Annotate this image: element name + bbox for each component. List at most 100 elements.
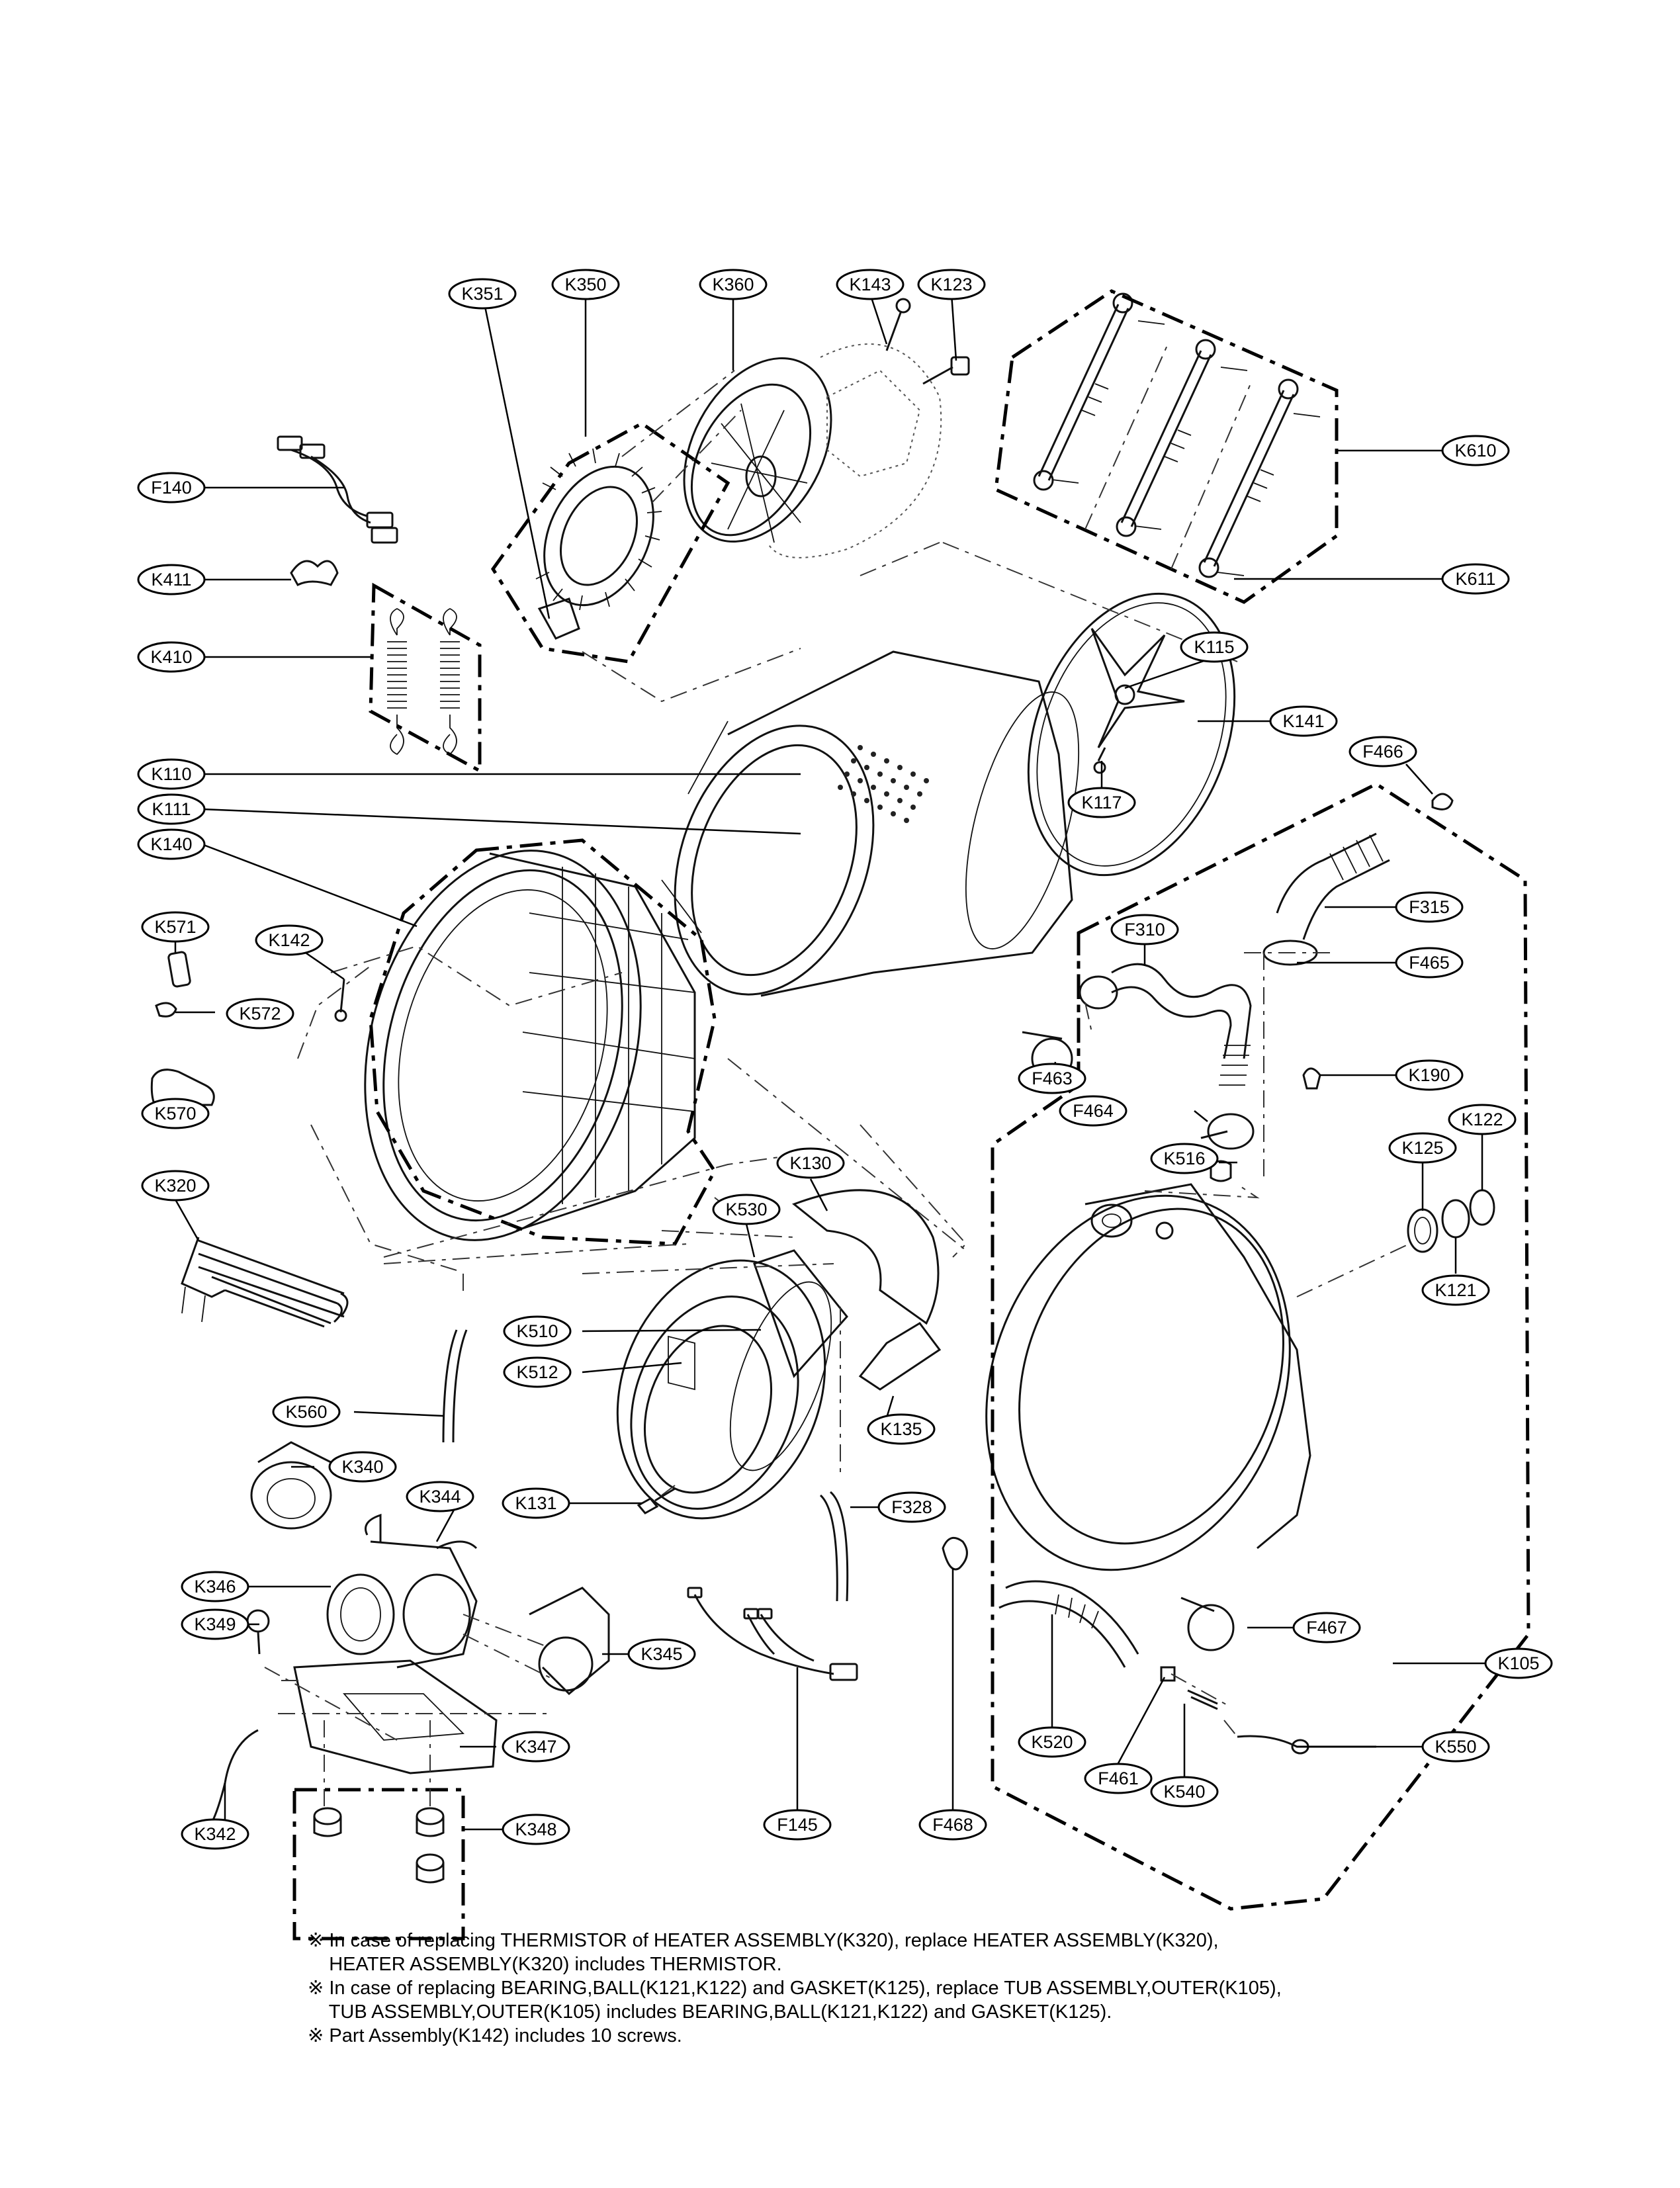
svg-text:K516: K516 xyxy=(1163,1149,1205,1168)
label-K530: K530 xyxy=(712,1194,781,1225)
svg-text:K540: K540 xyxy=(1163,1782,1205,1802)
label-K340: K340 xyxy=(328,1451,397,1483)
svg-text:F328: F328 xyxy=(891,1497,932,1517)
svg-text:F465: F465 xyxy=(1409,953,1450,973)
label-F140: F140 xyxy=(137,472,206,503)
svg-text:K346: K346 xyxy=(194,1577,236,1597)
stator-drawing xyxy=(535,448,662,611)
svg-text:K320: K320 xyxy=(154,1176,196,1196)
label-K347: K347 xyxy=(502,1731,570,1763)
svg-text:K111: K111 xyxy=(152,799,191,819)
label-K350: K350 xyxy=(551,269,620,300)
label-K610: K610 xyxy=(1441,435,1510,466)
label-K520: K520 xyxy=(1018,1726,1086,1758)
svg-text:K411: K411 xyxy=(151,570,191,590)
label-K516: K516 xyxy=(1150,1143,1219,1174)
svg-text:K510: K510 xyxy=(516,1321,558,1341)
svg-text:K348: K348 xyxy=(515,1819,556,1839)
svg-text:K122: K122 xyxy=(1461,1110,1503,1129)
svg-text:K560: K560 xyxy=(285,1402,327,1422)
label-K571: K571 xyxy=(141,911,210,943)
svg-text:K410: K410 xyxy=(150,647,192,667)
label-K360: K360 xyxy=(699,269,768,300)
part-number-labels: K351 K350 K360 K143 K123 F140 K411 K410 … xyxy=(137,269,1553,1850)
rotor-drawing xyxy=(683,357,832,543)
svg-text:K347: K347 xyxy=(515,1737,556,1757)
svg-text:F464: F464 xyxy=(1073,1101,1114,1121)
label-K349: K349 xyxy=(181,1608,249,1640)
label-K410: K410 xyxy=(137,641,206,673)
wiring-drawing xyxy=(687,1587,858,1681)
label-F145: F145 xyxy=(763,1809,832,1841)
label-K190: K190 xyxy=(1395,1059,1464,1091)
label-K572: K572 xyxy=(226,998,294,1029)
label-K344: K344 xyxy=(406,1481,474,1512)
feet-drawing xyxy=(313,1807,445,1884)
label-F466: F466 xyxy=(1348,736,1417,767)
label-F328: F328 xyxy=(877,1491,946,1523)
drum-drawing xyxy=(661,650,1080,997)
leader-lines xyxy=(174,293,1519,1831)
label-K540: K540 xyxy=(1150,1776,1219,1808)
note-line: ※ In case of replacing THERMISTOR of HEA… xyxy=(308,1930,1219,1951)
label-F463: F463 xyxy=(1018,1063,1086,1094)
label-K345: K345 xyxy=(627,1638,696,1670)
svg-text:F461: F461 xyxy=(1098,1769,1139,1788)
label-K131: K131 xyxy=(502,1487,570,1519)
svg-text:K123: K123 xyxy=(930,275,972,294)
svg-text:K143: K143 xyxy=(849,275,891,294)
spider-drawing xyxy=(1090,628,1185,774)
label-F310: F310 xyxy=(1110,914,1179,945)
svg-text:K121: K121 xyxy=(1435,1280,1476,1300)
svg-text:K350: K350 xyxy=(564,275,606,294)
label-K512: K512 xyxy=(503,1356,572,1388)
svg-text:K611: K611 xyxy=(1455,569,1495,589)
springs-drawing xyxy=(387,607,460,756)
svg-text:K110: K110 xyxy=(151,764,191,784)
note-line: TUB ASSEMBLY,OUTER(K105) includes BEARIN… xyxy=(308,2001,1112,2023)
label-F468: F468 xyxy=(918,1809,987,1841)
label-K611: K611 xyxy=(1441,563,1510,595)
label-K560: K560 xyxy=(272,1396,341,1428)
label-K121: K121 xyxy=(1421,1274,1490,1306)
label-F464: F464 xyxy=(1059,1095,1127,1127)
svg-text:F315: F315 xyxy=(1409,897,1450,917)
svg-text:K530: K530 xyxy=(725,1200,767,1219)
svg-text:K190: K190 xyxy=(1408,1065,1450,1085)
svg-text:K105: K105 xyxy=(1497,1653,1539,1673)
label-K510: K510 xyxy=(503,1315,572,1347)
label-K411: K411 xyxy=(137,564,206,595)
label-K115: K115 xyxy=(1180,631,1249,663)
label-K342: K342 xyxy=(181,1818,249,1850)
svg-text:K141: K141 xyxy=(1282,711,1324,731)
heater-drawing xyxy=(181,1237,349,1328)
bolt-drawings xyxy=(885,298,970,385)
label-K135: K135 xyxy=(867,1413,936,1445)
label-K550: K550 xyxy=(1421,1731,1490,1763)
rear-tub-drawing xyxy=(985,1183,1311,1571)
label-F315: F315 xyxy=(1395,891,1464,923)
label-K122: K122 xyxy=(1448,1104,1517,1135)
label-F467: F467 xyxy=(1292,1612,1361,1643)
svg-text:K135: K135 xyxy=(880,1419,922,1439)
label-K320: K320 xyxy=(141,1170,210,1202)
drum-perforations xyxy=(838,745,929,823)
svg-text:K351: K351 xyxy=(461,284,503,304)
svg-text:K142: K142 xyxy=(268,930,310,950)
note-line: ※ In case of replacing BEARING,BALL(K121… xyxy=(308,1978,1282,1999)
label-F461: F461 xyxy=(1084,1763,1153,1794)
note-line: ※ Part Assembly(K142) includes 10 screws… xyxy=(308,2025,682,2046)
label-K348: K348 xyxy=(502,1814,570,1845)
part-drawings xyxy=(150,289,1530,1941)
label-K570: K570 xyxy=(141,1098,210,1129)
label-K125: K125 xyxy=(1388,1132,1457,1164)
svg-text:K130: K130 xyxy=(789,1153,831,1173)
pump-drawing xyxy=(246,1441,610,1774)
svg-text:F145: F145 xyxy=(777,1815,818,1835)
svg-text:F140: F140 xyxy=(151,478,192,498)
label-K117: K117 xyxy=(1067,787,1136,818)
label-K140: K140 xyxy=(137,828,206,860)
label-K346: K346 xyxy=(181,1571,249,1602)
svg-text:F463: F463 xyxy=(1032,1069,1073,1088)
